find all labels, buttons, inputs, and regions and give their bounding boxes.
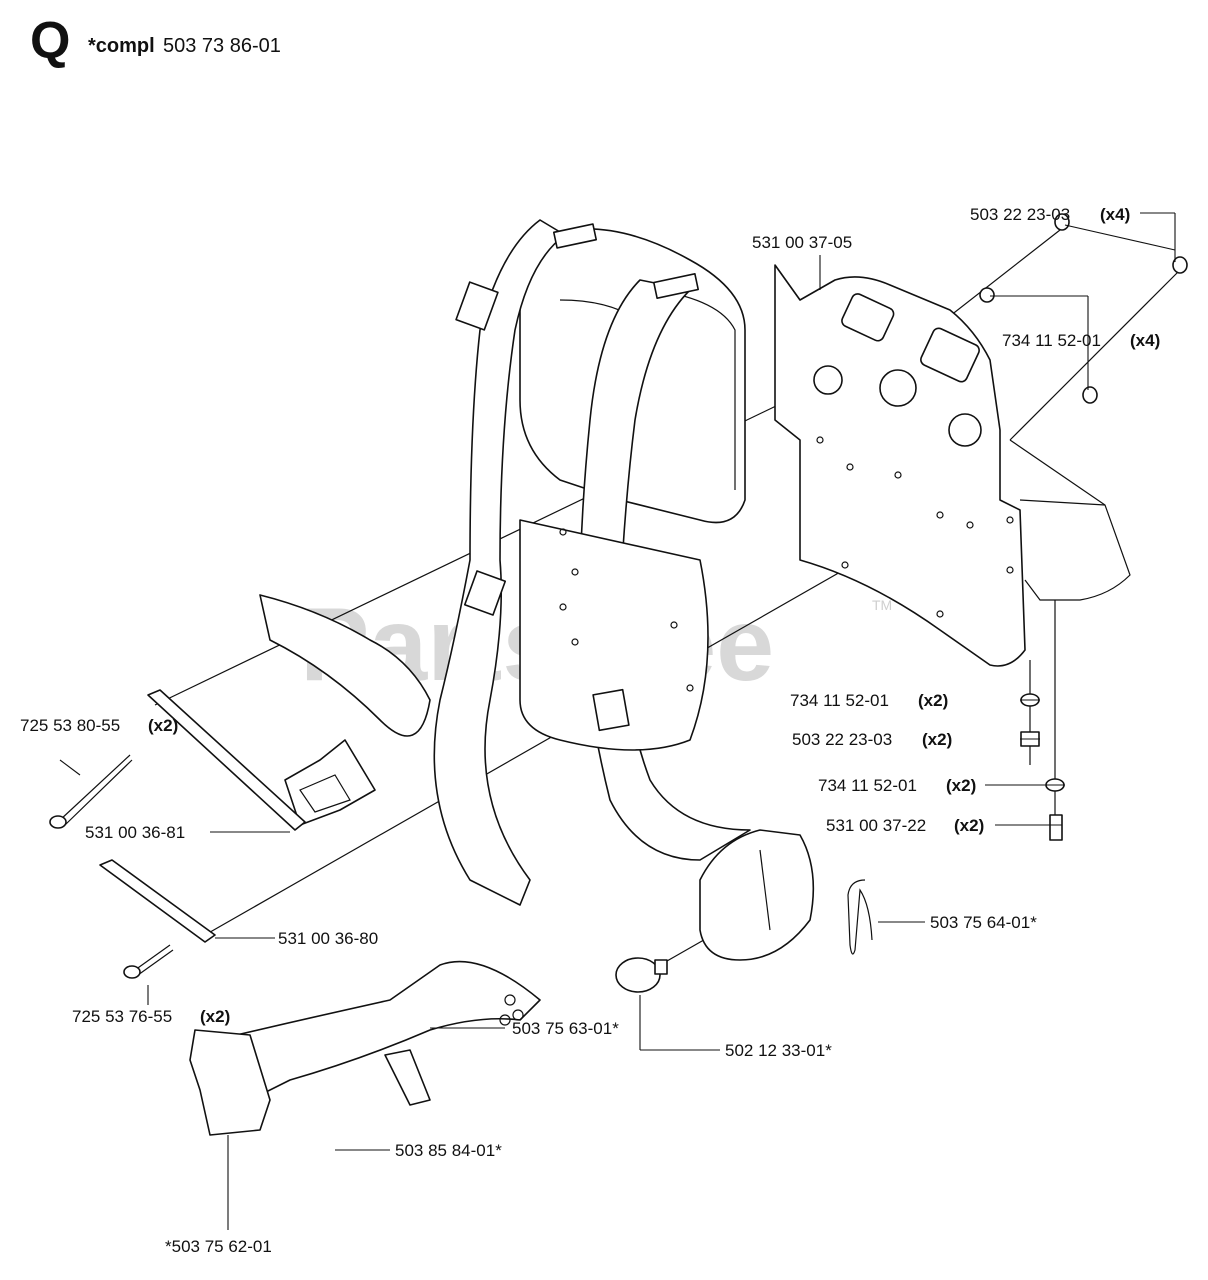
leader-lines [59, 212, 1176, 1230]
backpack-harness [259, 219, 815, 961]
label-nut-mid: 503 22 23-03 [792, 730, 892, 749]
label-washer-top: 734 11 52-01 [1002, 331, 1101, 350]
label-bolt-22: 531 00 37-22 [826, 816, 926, 835]
part-labels: 531 00 37-05 503 22 23-03 (x4) 734 11 52… [20, 205, 1160, 1256]
compl-number: 503 73 86-01 [163, 35, 281, 57]
label-buckle: *503 75 62-01 [165, 1237, 272, 1256]
label-washer-mid-qty: (x2) [918, 691, 948, 710]
hardware-right [1020, 693, 1065, 841]
label-nut-mid-qty: (x2) [922, 730, 952, 749]
section-letter: Q [30, 12, 70, 70]
waist-belt [189, 960, 541, 1136]
label-hair-pin: 503 75 64-01* [930, 913, 1037, 932]
label-plate-80: 531 00 36-80 [278, 929, 378, 948]
plate-80 [99, 859, 216, 943]
compl-prefix: *compl [88, 35, 155, 57]
label-knob: 502 12 33-01* [725, 1041, 832, 1060]
label-nut-top: 503 22 23-03 [970, 205, 1070, 224]
screw-short [123, 944, 174, 979]
watermark-tm: TM [872, 597, 892, 613]
screw-long [49, 754, 133, 829]
label-harness-frame: 531 00 37-05 [752, 233, 852, 252]
label-buckle-slide: 503 75 63-01* [512, 1019, 619, 1038]
label-screw-short: 725 53 76-55 [72, 1007, 172, 1026]
label-washer-mid: 734 11 52-01 [790, 691, 889, 710]
label-screw-long: 725 53 80-55 [20, 716, 120, 735]
hardware-top [979, 213, 1188, 404]
label-nut-top-qty: (x4) [1100, 205, 1130, 224]
back-frame [774, 264, 1131, 667]
label-washer-low: 734 11 52-01 [818, 776, 917, 795]
knob [615, 957, 668, 993]
label-bolt-22-qty: (x2) [954, 816, 984, 835]
label-washer-low-qty: (x2) [946, 776, 976, 795]
label-plate-81: 531 00 36-81 [85, 823, 185, 842]
hair-pin [847, 879, 873, 955]
plate-81 [147, 689, 306, 831]
label-screw-short-qty: (x2) [200, 1007, 230, 1026]
label-waist-belt: 503 85 84-01* [395, 1141, 502, 1160]
label-screw-long-qty: (x2) [148, 716, 178, 735]
label-washer-top-qty: (x4) [1130, 331, 1160, 350]
